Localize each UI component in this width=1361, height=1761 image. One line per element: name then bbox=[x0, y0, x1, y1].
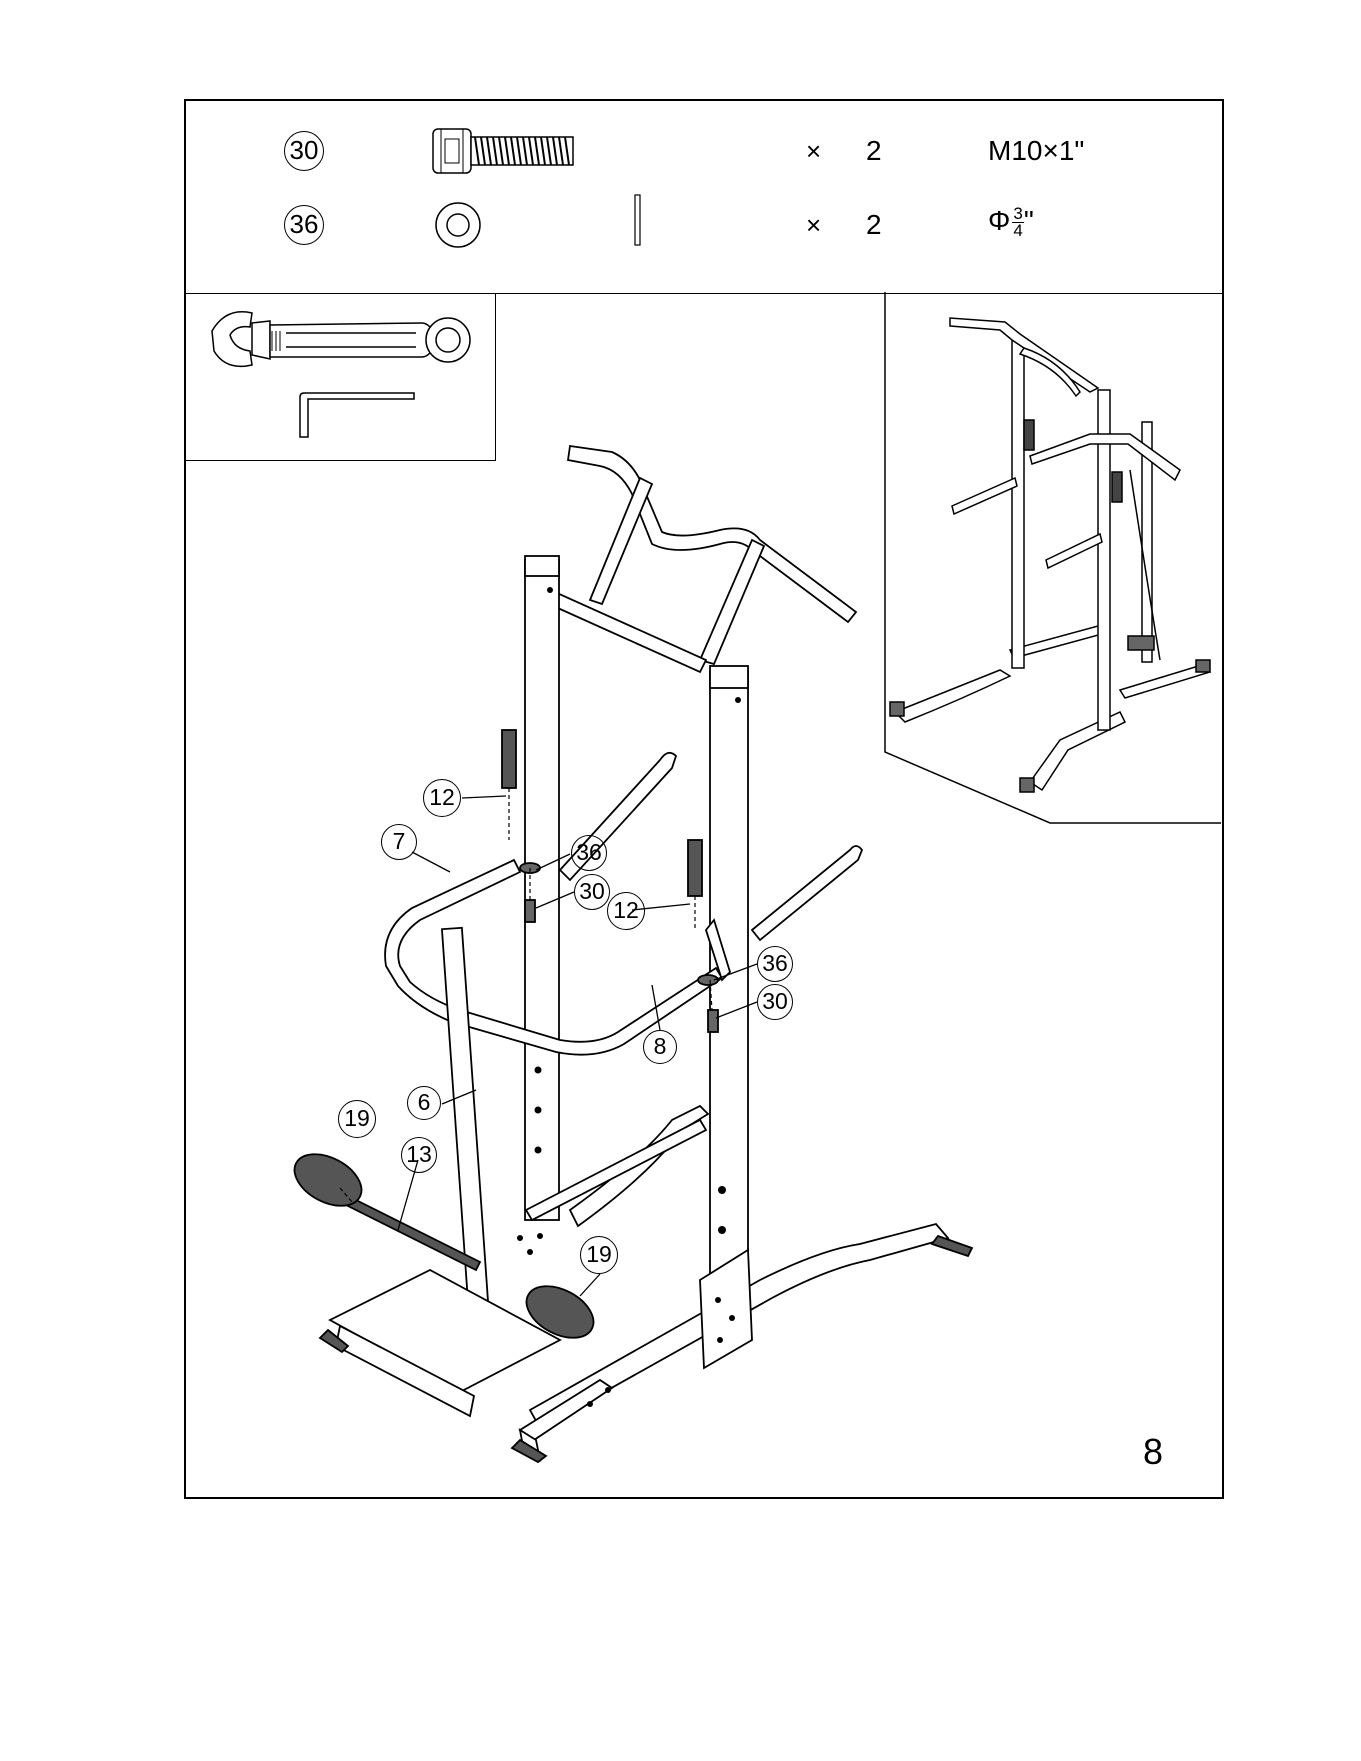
callout-part-12: 12 bbox=[607, 892, 645, 930]
callout-part-36: 36 bbox=[757, 946, 793, 982]
callout-part-7: 7 bbox=[381, 824, 417, 860]
callout-part-19: 19 bbox=[580, 1236, 618, 1274]
inset-assembled-view bbox=[885, 292, 1221, 823]
callout-part-6: 6 bbox=[407, 1086, 441, 1120]
callout-part-30: 30 bbox=[757, 984, 793, 1020]
callout-part-12: 12 bbox=[423, 779, 461, 817]
callout-part-30: 30 bbox=[574, 874, 610, 910]
main-exploded-view bbox=[286, 446, 972, 1462]
callout-part-13: 13 bbox=[401, 1137, 437, 1173]
callout-part-36: 36 bbox=[571, 835, 607, 871]
callout-part-8: 8 bbox=[643, 1030, 677, 1064]
callout-part-19: 19 bbox=[338, 1100, 376, 1138]
